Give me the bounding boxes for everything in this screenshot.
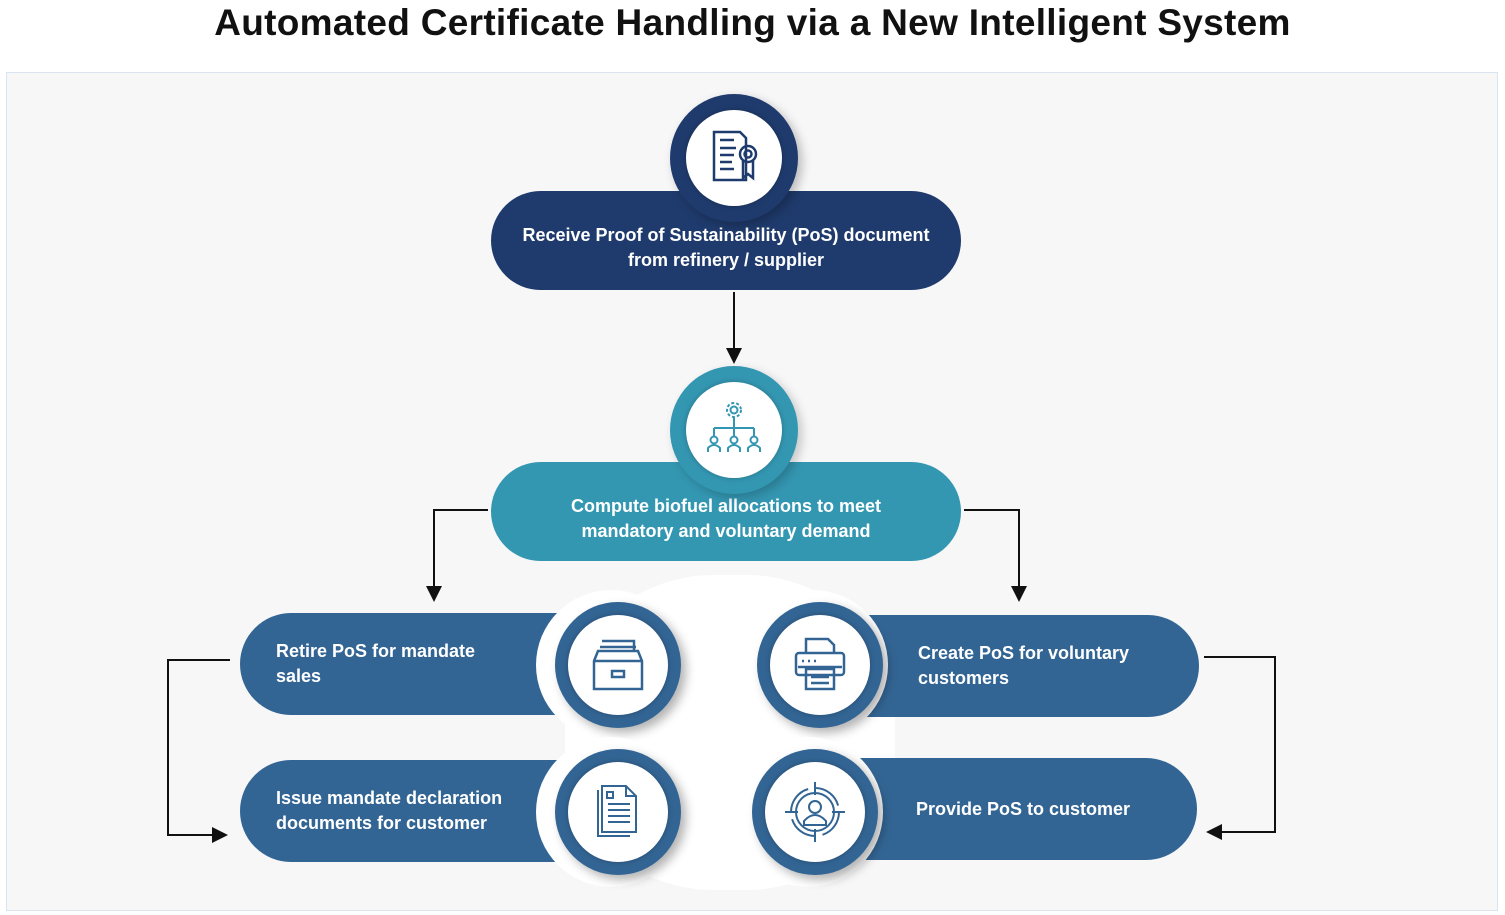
step-create-badge: [757, 602, 883, 728]
step-receive-badge: [670, 94, 798, 222]
step-provide-pos: Provide PoS to customer: [850, 758, 1197, 860]
certificate-icon: [712, 130, 758, 182]
step-compute-label: Compute biofuel allocations to meet mand…: [570, 495, 882, 541]
step-compute-badge: [670, 366, 798, 494]
printer-icon: [794, 637, 846, 691]
step-provide-badge: [752, 749, 878, 875]
arrow-compute-to-create: [964, 509, 1027, 602]
step-create-label: Create PoS for voluntary customers: [918, 643, 1130, 688]
diagram-title: Automated Certificate Handling via a New…: [214, 2, 1291, 43]
documents-icon: [597, 785, 637, 837]
arrow-compute-to-retire: [426, 509, 488, 602]
target-user-icon: [785, 782, 845, 842]
step-retire-badge: [555, 602, 681, 728]
archive-tray-icon: [592, 639, 644, 691]
arrow-retire-to-issue: [167, 659, 230, 843]
step-create-pos: Create PoS for voluntary customers: [850, 615, 1199, 717]
step-issue-badge: [555, 749, 681, 875]
arrow-create-to-provide: [1204, 656, 1276, 840]
step-provide-label: Provide PoS to customer: [916, 798, 1131, 819]
organization-gear-icon: [707, 402, 761, 452]
step-issue-label: Issue mandate declaration documents for …: [276, 788, 503, 833]
step-retire-label: Retire PoS for mandate sales: [276, 641, 476, 686]
step-receive-label: Receive Proof of Sustainability (PoS) do…: [522, 224, 930, 270]
